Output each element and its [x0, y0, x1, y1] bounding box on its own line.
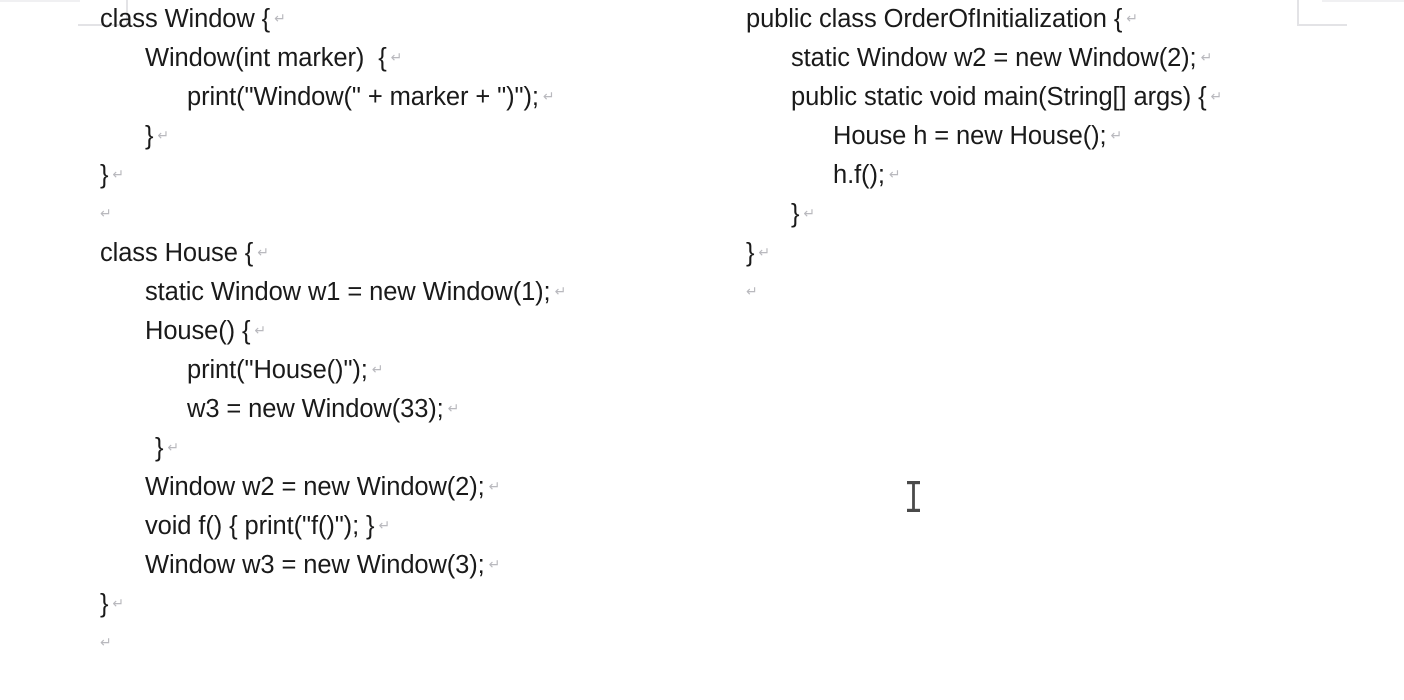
- code-line[interactable]: Window w2 = new Window(2);↵: [100, 468, 720, 507]
- paragraph-return-mark-icon: ↵: [746, 284, 758, 300]
- code-line-text: void f() { print("f()"); }: [145, 512, 375, 540]
- code-line-text: static Window w1 = new Window(1);: [145, 278, 551, 306]
- code-line[interactable]: static Window w2 = new Window(2);↵: [746, 39, 1366, 78]
- code-line-text: print("Window(" + marker + ")");: [187, 83, 539, 111]
- code-line[interactable]: }↵: [746, 195, 1366, 234]
- code-line-text: w3 = new Window(33);: [187, 395, 444, 423]
- code-line[interactable]: Window w3 = new Window(3);↵: [100, 546, 720, 585]
- code-line-text: }: [155, 434, 164, 462]
- paragraph-return-mark-icon: ↵: [542, 89, 555, 105]
- code-line[interactable]: class Window {↵: [100, 0, 720, 39]
- code-line-text: public static void main(String[] args) {: [791, 83, 1207, 111]
- paragraph-return-mark-icon: ↵: [257, 245, 269, 261]
- paragraph-return-mark-icon: ↵: [371, 362, 384, 378]
- code-line[interactable]: }↵: [100, 429, 720, 468]
- code-line[interactable]: ↵: [100, 195, 720, 234]
- paragraph-return-mark-icon: ↵: [488, 479, 501, 495]
- code-column-left[interactable]: class Window {↵Window(int marker) {↵prin…: [100, 0, 720, 663]
- paragraph-return-mark-icon: ↵: [254, 323, 267, 339]
- code-line[interactable]: h.f();↵: [746, 156, 1366, 195]
- paragraph-return-mark-icon: ↵: [803, 206, 816, 222]
- paragraph-return-mark-icon: ↵: [378, 518, 391, 534]
- paragraph-return-mark-icon: ↵: [758, 245, 771, 261]
- code-line[interactable]: House h = new House();↵: [746, 117, 1366, 156]
- paragraph-return-mark-icon: ↵: [488, 557, 501, 573]
- code-line[interactable]: print("Window(" + marker + ")");↵: [100, 78, 720, 117]
- code-line[interactable]: }↵: [100, 156, 720, 195]
- code-line[interactable]: static Window w1 = new Window(1);↵: [100, 273, 720, 312]
- code-line[interactable]: void f() { print("f()"); }↵: [100, 507, 720, 546]
- text-cursor-ibeam-icon: [906, 481, 921, 512]
- code-column-right[interactable]: public class OrderOfInitialization {↵sta…: [746, 0, 1366, 312]
- code-line[interactable]: ↵: [746, 273, 1366, 312]
- paragraph-return-mark-icon: ↵: [888, 167, 901, 183]
- paragraph-return-mark-icon: ↵: [1200, 50, 1213, 66]
- paragraph-return-mark-icon: ↵: [274, 11, 286, 27]
- paragraph-return-mark-icon: ↵: [554, 284, 567, 300]
- code-line-text: House h = new House();: [833, 122, 1107, 150]
- code-line-text: h.f();: [833, 161, 885, 189]
- paragraph-return-mark-icon: ↵: [100, 635, 112, 651]
- code-line-text: }: [100, 590, 109, 618]
- code-line[interactable]: class House {↵: [100, 234, 720, 273]
- code-line[interactable]: print("House()");↵: [100, 351, 720, 390]
- code-line[interactable]: public class OrderOfInitialization {↵: [746, 0, 1366, 39]
- code-line[interactable]: }↵: [100, 117, 720, 156]
- paragraph-return-mark-icon: ↵: [1210, 89, 1223, 105]
- code-line[interactable]: w3 = new Window(33);↵: [100, 390, 720, 429]
- code-line-text: static Window w2 = new Window(2);: [791, 44, 1197, 72]
- paragraph-return-mark-icon: ↵: [112, 167, 125, 183]
- code-line[interactable]: }↵: [746, 234, 1366, 273]
- paragraph-return-mark-icon: ↵: [157, 128, 170, 144]
- code-line[interactable]: House() {↵: [100, 312, 720, 351]
- code-line-text: Window w2 = new Window(2);: [145, 473, 485, 501]
- paragraph-return-mark-icon: ↵: [112, 596, 125, 612]
- code-line-text: }: [145, 122, 154, 150]
- paragraph-return-mark-icon: ↵: [100, 206, 112, 222]
- code-line-text: House() {: [145, 317, 251, 345]
- code-line-text: Window(int marker) {: [145, 44, 387, 72]
- code-line-text: public class OrderOfInitialization {: [746, 5, 1123, 33]
- page-margin-rule-left: [0, 0, 80, 2]
- paragraph-return-mark-icon: ↵: [1110, 128, 1123, 144]
- code-line-text: class House {: [100, 239, 254, 267]
- code-line[interactable]: Window(int marker) {↵: [100, 39, 720, 78]
- code-line-text: Window w3 = new Window(3);: [145, 551, 485, 579]
- paragraph-return-mark-icon: ↵: [390, 50, 403, 66]
- code-line-text: }: [100, 161, 109, 189]
- code-line-text: print("House()");: [187, 356, 368, 384]
- paragraph-return-mark-icon: ↵: [167, 440, 180, 456]
- paragraph-return-mark-icon: ↵: [1126, 11, 1138, 27]
- code-line[interactable]: ↵: [100, 624, 720, 663]
- code-line[interactable]: }↵: [100, 585, 720, 624]
- paragraph-return-mark-icon: ↵: [447, 401, 460, 417]
- code-line-text: class Window {: [100, 5, 271, 33]
- code-line-text: }: [746, 239, 755, 267]
- code-line-text: }: [791, 200, 800, 228]
- code-line[interactable]: public static void main(String[] args) {…: [746, 78, 1366, 117]
